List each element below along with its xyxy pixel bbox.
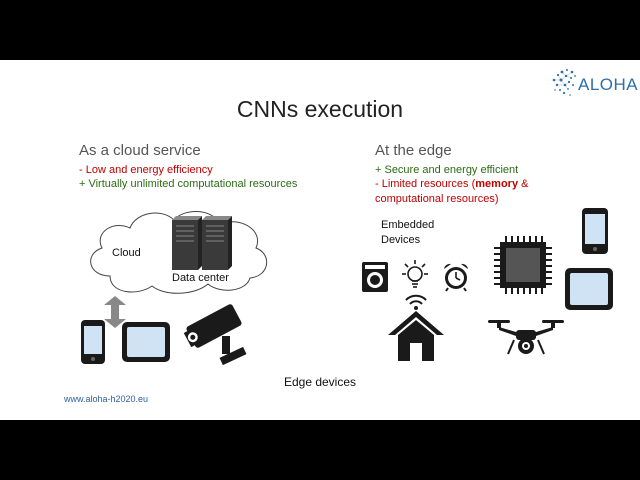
phone-icon <box>582 208 608 254</box>
tablet-icon <box>565 268 613 310</box>
edge-devices-label: Edge devices <box>283 375 357 389</box>
cloud-bullet-1: - Low and energy efficiency <box>79 164 213 176</box>
edge-bullet-2: - Limited resources (memory & <box>375 178 528 190</box>
updown-arrow-icon <box>104 296 126 328</box>
edge-bullet-2-prefix: - Limited resources ( <box>375 178 476 190</box>
cloud-label: Cloud <box>112 247 141 259</box>
embedded-label-line2: Devices <box>381 234 421 246</box>
aloha-logo <box>552 69 576 96</box>
embedded-label-line1: Embedded <box>381 219 435 231</box>
slide: ALOHA CNNs execution As a cloud service … <box>0 60 640 420</box>
cloud-heading: As a cloud service <box>79 142 201 159</box>
phone-icon <box>81 320 105 364</box>
datacenter-label: Data center <box>172 272 229 284</box>
security-camera-icon <box>183 304 247 366</box>
logo-text: ALOHA <box>578 75 639 94</box>
edge-heading: At the edge <box>375 142 452 159</box>
edge-bullet-2-line2: computational resources) <box>375 193 499 205</box>
drone-icon <box>488 320 564 355</box>
washing-machine-icon <box>362 262 388 292</box>
server-icon <box>172 216 232 270</box>
edge-bullet-1: + Secure and energy efficient <box>375 164 519 176</box>
footer-url[interactable]: www.aloha-h2020.eu <box>64 394 149 404</box>
tablet-icon <box>122 322 170 362</box>
cloud-bullet-2: + Virtually unlimited computational reso… <box>79 178 298 190</box>
edge-bullet-2-bold: memory <box>475 178 519 190</box>
alarm-clock-icon <box>444 263 468 292</box>
slide-title: CNNs execution <box>236 96 404 122</box>
edge-bullet-2-suffix: & <box>518 178 529 190</box>
lightbulb-icon <box>402 260 428 288</box>
chip-icon <box>494 236 552 294</box>
wifi-icon <box>405 294 427 310</box>
home-icon <box>388 311 444 361</box>
